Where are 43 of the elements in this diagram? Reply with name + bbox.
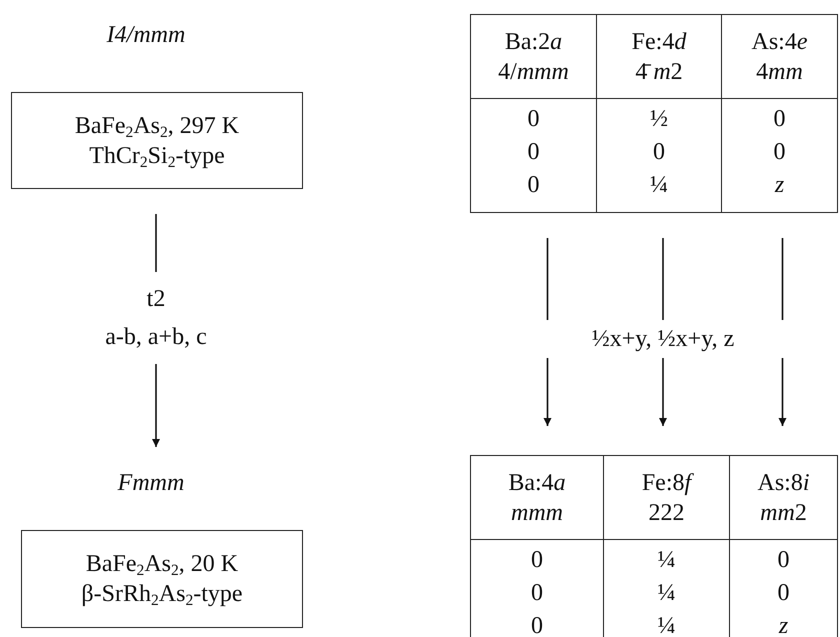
- structure-box: [21, 530, 303, 628]
- coordinate-value: 0: [776, 579, 790, 608]
- box-text: BaFe$_{2}$As$_{2}$, 20 K: [84, 550, 240, 579]
- coordinate-value: 0: [530, 579, 544, 608]
- site-symmetry: 222: [648, 498, 686, 528]
- coordinate-value: 0: [530, 612, 544, 637]
- space-group-label: I4/mmm: [106, 22, 186, 49]
- wyckoff-position: Fe:8f: [604, 468, 729, 498]
- coordinate-value: 0: [772, 105, 786, 134]
- site-symmetry: mm2: [759, 498, 808, 528]
- coordinate-value: 0: [526, 105, 540, 134]
- wyckoff-position: Ba:4a: [507, 468, 567, 498]
- coordinate-value: ½: [649, 105, 669, 134]
- table-column: [596, 14, 722, 213]
- wyckoff-position: As:4e: [750, 28, 808, 56]
- space-group-label: Fmmm: [116, 470, 186, 497]
- table-column: [729, 455, 838, 637]
- table-column: [470, 455, 604, 637]
- wyckoff-position: As:8i: [756, 468, 810, 498]
- structure-box: [11, 92, 303, 189]
- box-text: BaFe$_{2}$As$_{2}$, 297 K: [74, 112, 240, 140]
- coordinate-value: 0: [776, 546, 790, 575]
- site-symmetry: 4mm: [755, 58, 804, 86]
- coordinate-value: 0: [526, 138, 540, 167]
- table-column: [470, 14, 597, 213]
- box-text: β-SrRh$_{2}$As$_{2}$-type: [80, 580, 244, 609]
- coordinate-value: z: [778, 612, 790, 637]
- site-symmetry: mmm: [510, 498, 564, 528]
- table-column: [721, 14, 838, 213]
- coordinate-value: 0: [772, 138, 786, 167]
- coordinate-value: ¼: [656, 579, 676, 608]
- coordinate-value: 0: [526, 171, 540, 200]
- coordinate-value: ¼: [656, 612, 676, 637]
- wyckoff-position: Ba:2a: [504, 28, 564, 56]
- box-text: ThCr$_{2}$Si$_{2}$-type: [88, 142, 226, 170]
- coordinate-value: ¼: [649, 171, 669, 200]
- coordinate-value: z: [774, 171, 786, 200]
- wyckoff-position: Fe:4d: [630, 28, 688, 56]
- coordinate-value: 0: [530, 546, 544, 575]
- coordinate-value: ¼: [656, 546, 676, 575]
- coordinate-value: 0: [652, 138, 666, 167]
- site-symmetry: 4/mmm: [497, 58, 570, 86]
- site-symmetry: 4̄ m2: [634, 58, 684, 86]
